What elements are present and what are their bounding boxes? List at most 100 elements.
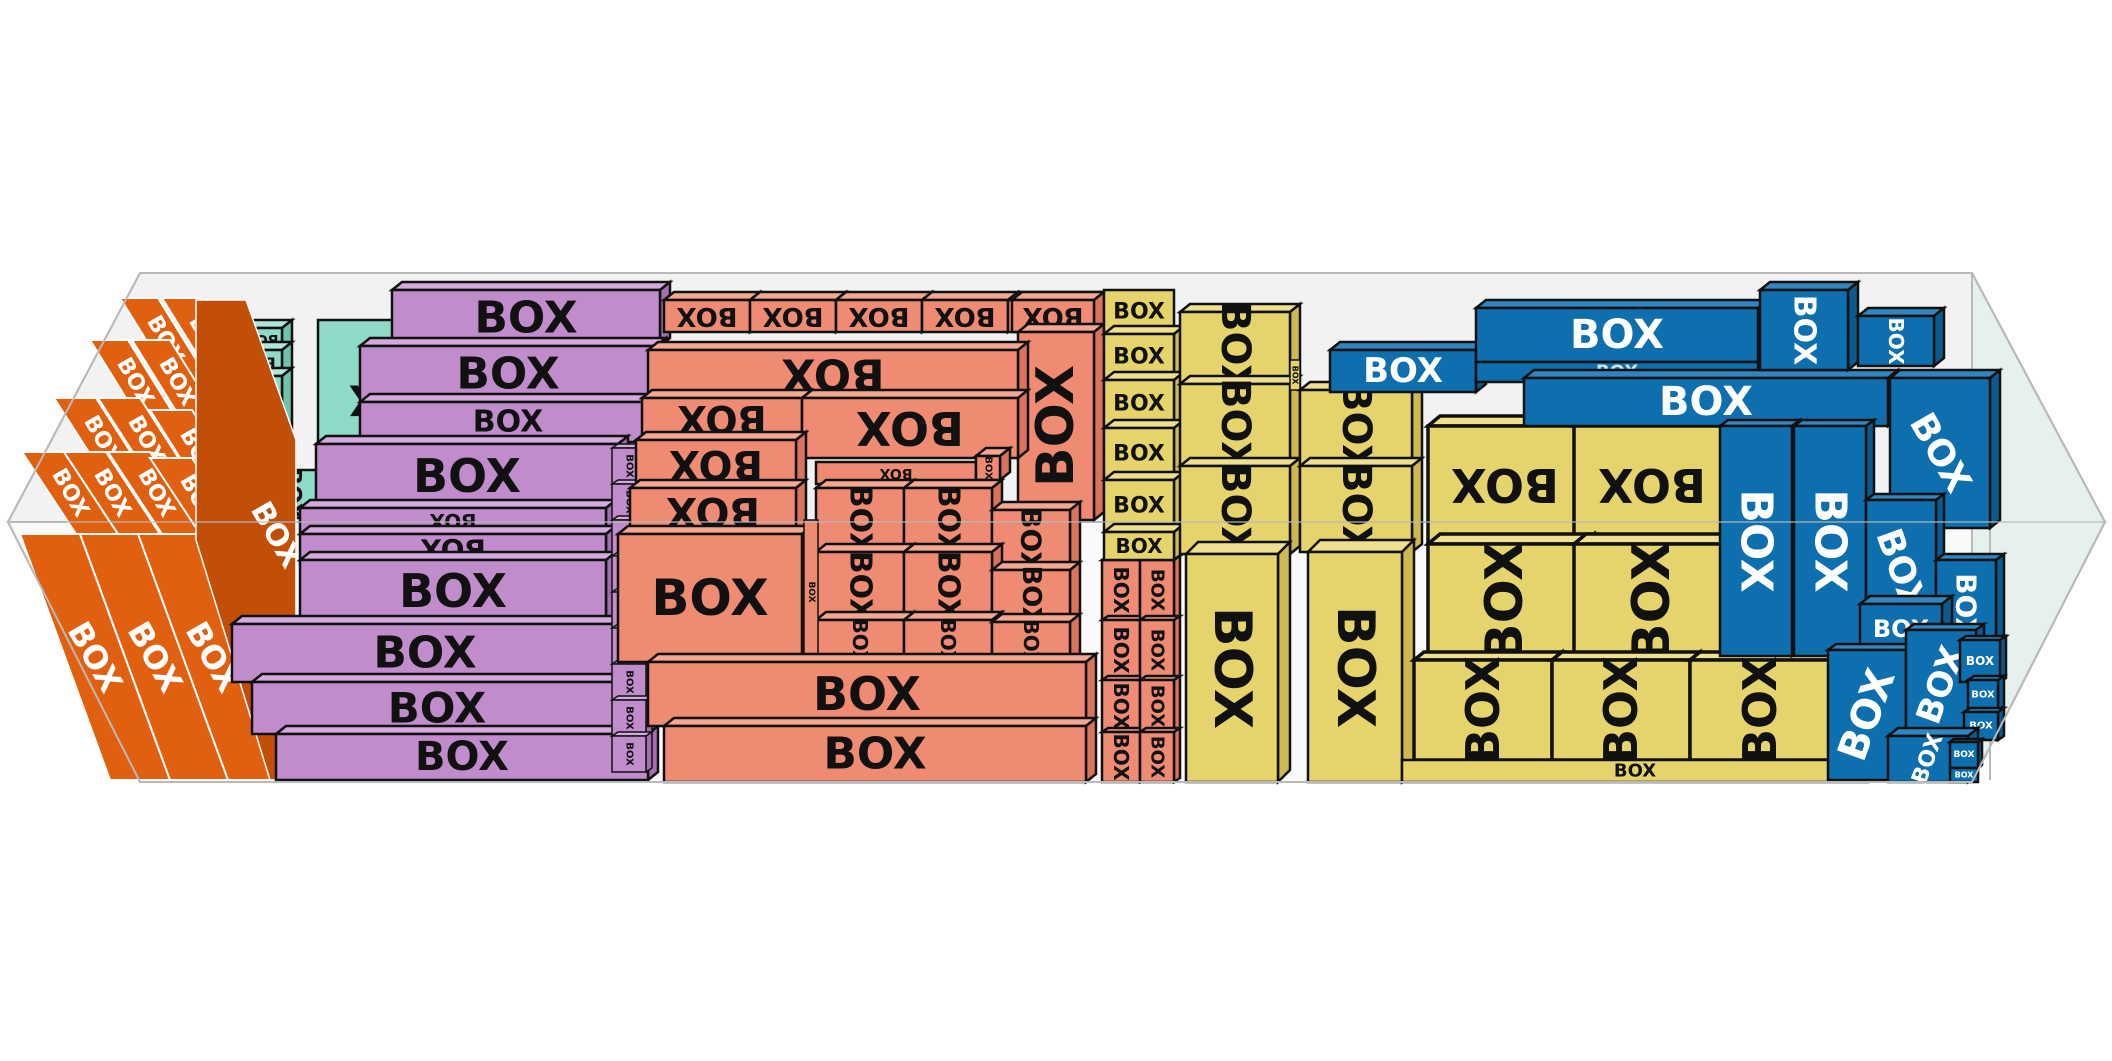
box-label: BOX bbox=[373, 628, 476, 679]
box-front-face bbox=[62, 451, 162, 535]
box-purple-19: BOX bbox=[388, 279, 674, 349]
box-purple-37: BOX bbox=[609, 730, 655, 774]
box-salmon-57: BOX bbox=[900, 541, 1006, 623]
box-label: BOX bbox=[1109, 627, 1133, 675]
box-blue-113: BOX bbox=[1946, 736, 1986, 771]
box-yellow-80: BOX bbox=[1176, 373, 1304, 472]
box-salmon-63: BOX bbox=[644, 651, 1100, 729]
box-front-face bbox=[1328, 348, 1478, 394]
box-yellow-90: BOX bbox=[1569, 530, 1747, 664]
box-front-face bbox=[1178, 382, 1292, 468]
box-front-face bbox=[1572, 542, 1732, 662]
box-label: BOX bbox=[1291, 366, 1300, 386]
box-purple-36: BOX bbox=[609, 694, 655, 738]
box-label: BOX bbox=[813, 667, 921, 721]
box-front-face bbox=[1138, 558, 1176, 622]
box-front-face bbox=[1184, 552, 1280, 784]
box-salmon-56: BOX bbox=[812, 541, 918, 623]
box-yellow-94: BOX bbox=[1400, 758, 1870, 784]
box-label: BOX bbox=[1953, 750, 1974, 760]
box-yellow-91: BOX bbox=[1409, 648, 1567, 764]
box-salmon-69: BOX bbox=[1135, 553, 1185, 623]
box-salmon-50: BOX bbox=[614, 523, 816, 665]
box-front-face bbox=[1718, 424, 1794, 658]
box-label: BOX bbox=[1113, 300, 1165, 325]
box-front-face bbox=[662, 724, 1088, 784]
box-front-face bbox=[1138, 618, 1176, 682]
box-label: BOX bbox=[624, 454, 635, 478]
box-yellow-92: BOX bbox=[1547, 648, 1705, 764]
box-yellow-78: BOX bbox=[1100, 521, 1188, 563]
box-front-face bbox=[662, 298, 752, 334]
box-front-face bbox=[298, 558, 608, 624]
box-front-face bbox=[1426, 542, 1584, 662]
box-front-face bbox=[274, 732, 650, 782]
box-label: BOX bbox=[1614, 761, 1656, 782]
box-label: BOX bbox=[879, 465, 912, 481]
box-salmon-52: BOX bbox=[972, 445, 1014, 483]
box-label: BOX bbox=[1570, 312, 1664, 358]
box-front-face bbox=[1100, 678, 1142, 734]
box-salmon-64: BOX bbox=[660, 715, 1100, 785]
box-front-face bbox=[1102, 530, 1176, 562]
box-label: BOX bbox=[624, 742, 635, 766]
box-label: BOX bbox=[1622, 541, 1682, 663]
box-label: BOX bbox=[1147, 629, 1168, 671]
container-front-edges bbox=[7, 272, 2107, 783]
box-front-face bbox=[314, 442, 620, 510]
box-salmon-62: BOX bbox=[803, 519, 819, 665]
box-front-face bbox=[230, 622, 620, 684]
box-front-face bbox=[611, 735, 647, 773]
box-label: BOX bbox=[806, 581, 816, 602]
box-label: BOX bbox=[1116, 534, 1164, 558]
box-label: BOX bbox=[762, 301, 823, 331]
box-label: BOX bbox=[474, 293, 577, 344]
box-yellow-87: BOX bbox=[1423, 412, 1599, 548]
box-front-face bbox=[800, 396, 1020, 460]
box-front-face bbox=[1138, 678, 1176, 734]
box-blue-100: BOX bbox=[1854, 305, 1948, 369]
box-salmon-54: BOX bbox=[900, 477, 1006, 555]
box-label: BOX bbox=[1212, 378, 1258, 472]
box-side-face bbox=[1410, 455, 1424, 555]
box-side-face bbox=[1068, 499, 1082, 573]
box-label: BOX bbox=[983, 456, 994, 480]
box-salmon-70: BOX bbox=[1135, 613, 1185, 683]
box-front-face bbox=[1178, 310, 1292, 386]
box-label: BOX bbox=[399, 564, 507, 618]
box-blue-102: BOX bbox=[1716, 417, 1804, 659]
box-label: BOX bbox=[1971, 690, 1995, 701]
box-label: BOX bbox=[388, 684, 487, 733]
box-salmon-39: BOX bbox=[746, 289, 850, 335]
box-side-face bbox=[1092, 321, 1106, 523]
box-purple-26: BOX bbox=[228, 613, 632, 685]
box-salmon-47: BOX bbox=[798, 387, 1032, 461]
box-label: BOX bbox=[1147, 685, 1168, 727]
box-label: BOX bbox=[624, 706, 635, 730]
box-purple-22: BOX bbox=[312, 433, 632, 511]
box-top-face bbox=[1304, 538, 1418, 554]
box-label: BOX bbox=[473, 405, 543, 440]
box-yellow-86: BOX bbox=[1304, 536, 1418, 786]
box-top-face bbox=[1182, 540, 1294, 556]
box-salmon-66: BOX bbox=[1097, 613, 1151, 683]
box-yellow-82: BOX bbox=[1182, 538, 1294, 786]
box-front-face bbox=[1948, 740, 1980, 770]
box-front-face bbox=[990, 508, 1072, 572]
box-front-face bbox=[1412, 658, 1554, 762]
box-salmon-40: BOX bbox=[832, 289, 936, 335]
box-blue-95: BOX bbox=[1326, 339, 1490, 395]
box-side-face bbox=[645, 730, 653, 774]
box-label: BOX bbox=[856, 401, 964, 455]
box-label: BOX bbox=[624, 670, 635, 694]
box-side-face bbox=[1932, 305, 1946, 369]
box-label: BOX bbox=[1456, 656, 1510, 764]
box-label: BOX bbox=[848, 301, 909, 331]
box-blue-99: BOX bbox=[1756, 279, 1862, 373]
box-label: BOX bbox=[1955, 771, 1975, 780]
box-salmon-71: BOX bbox=[1135, 673, 1185, 735]
box-label: BOX bbox=[1147, 736, 1168, 778]
box-front-face bbox=[1306, 550, 1404, 784]
